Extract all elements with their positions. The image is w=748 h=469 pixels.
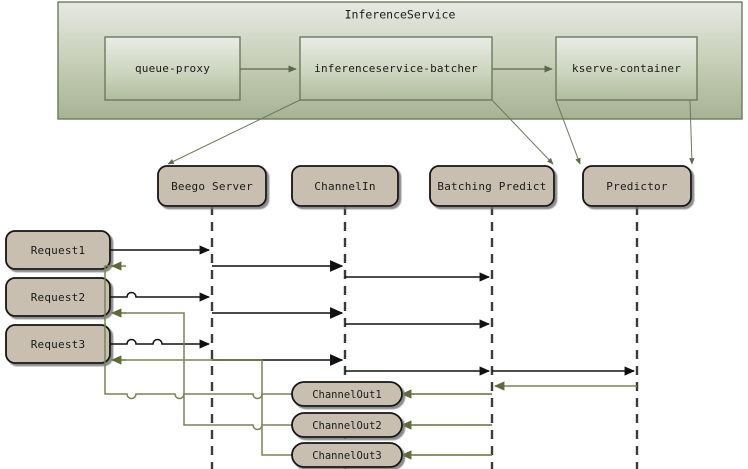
request2-label: Request2 [31,291,86,304]
lifeline-header-batching-predict[interactable]: Batching Predict [429,165,555,207]
request1-label: Request1 [31,244,86,257]
channelout-box-channelout3[interactable]: ChannelOut3 [291,442,403,468]
inferenceservice-container[interactable]: InferenceService queue-proxy inferencese… [57,1,743,120]
request-messages [110,245,636,376]
request-boxes: Request1 Request2 Request3 [5,230,111,364]
connector-batcher-to-batching-predict [491,99,554,165]
return-path-channelout1 [104,265,492,400]
channelout2-label: ChannelOut2 [312,420,382,432]
predictor-label: Predictor [606,180,668,193]
channelout-boxes: ChannelOut1 ChannelOut2 ChannelOut3 [291,381,403,468]
inferenceservice-title: InferenceService [345,8,456,22]
request-box-request1[interactable]: Request1 [5,230,111,270]
connector-kserve-to-predictor-right [689,99,695,165]
lifeline-header-beego-server[interactable]: Beego Server [157,165,267,207]
channelout3-label: ChannelOut3 [312,450,382,462]
queue-proxy-label: queue-proxy [135,62,210,75]
component-queue-proxy[interactable]: queue-proxy [104,36,241,101]
lifeline-header-channelin[interactable]: ChannelIn [291,165,399,207]
channelout-box-channelout1[interactable]: ChannelOut1 [291,381,403,407]
lifelines-group [210,206,639,469]
message-request2-to-beego [110,291,211,302]
request-box-request3[interactable]: Request3 [5,324,111,364]
connector-kserve-to-predictor-left [555,99,581,165]
component-inferenceservice-batcher[interactable]: inferenceservice-batcher [299,36,493,101]
channelout-box-channelout2[interactable]: ChannelOut2 [291,412,403,438]
message-request3-to-beego [110,338,211,349]
kserve-container-label: kserve-container [572,62,681,75]
batching-predict-label: Batching Predict [437,180,546,193]
inferenceservice-batcher-label: inferenceservice-batcher [314,62,478,75]
mapping-connectors [167,99,695,165]
beego-server-label: Beego Server [171,180,253,193]
request3-label: Request3 [31,338,86,351]
lifeline-header-predictor[interactable]: Predictor [582,165,692,207]
lifeline-headers: Beego Server ChannelIn Batching Predict … [157,165,692,207]
channelout1-label: ChannelOut1 [312,389,382,401]
request-box-request2[interactable]: Request2 [5,277,111,317]
channelin-label: ChannelIn [314,180,375,193]
connector-batcher-to-beego [167,99,301,165]
component-kserve-container[interactable]: kserve-container [555,36,698,101]
